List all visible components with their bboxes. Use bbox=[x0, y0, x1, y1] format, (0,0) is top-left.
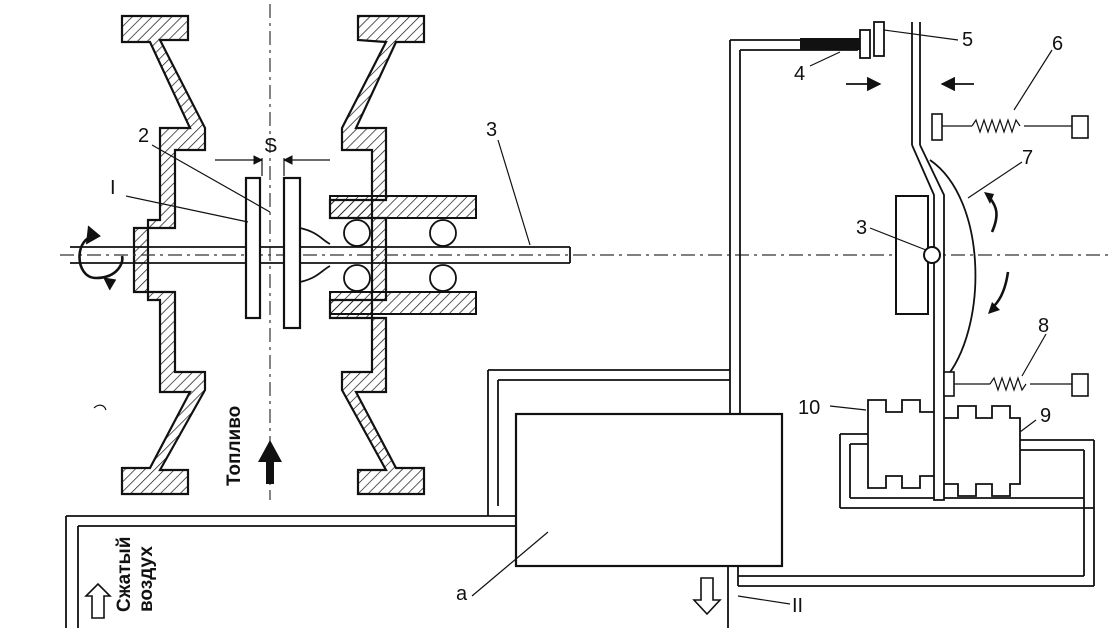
label-4: 4 bbox=[794, 63, 805, 85]
shaft bbox=[70, 246, 571, 264]
air-label-line1: Сжатый bbox=[114, 537, 135, 612]
rotation-arrow-up-icon bbox=[988, 197, 998, 233]
leader-3-left bbox=[497, 139, 531, 246]
label-6: 6 bbox=[1052, 33, 1063, 55]
leader-II bbox=[737, 595, 791, 605]
air-supply-line bbox=[65, 515, 516, 628]
gap-label: S bbox=[264, 135, 277, 157]
rotation-arrowhead-up bbox=[984, 192, 994, 204]
pivot-3 bbox=[923, 246, 941, 264]
fuel-label: Топливо bbox=[224, 406, 245, 486]
leader-7 bbox=[967, 161, 1023, 199]
pipe-bellows-10 bbox=[839, 433, 1094, 509]
exhaust-down-arrow-icon bbox=[692, 577, 722, 616]
pipe-box-to-nozzle bbox=[729, 39, 858, 414]
label-2: 2 bbox=[138, 125, 149, 147]
gap-dimension bbox=[215, 155, 330, 176]
fuel-arrow-icon bbox=[258, 440, 282, 484]
rotation-arrow-down-icon bbox=[993, 271, 1010, 307]
leader-4 bbox=[809, 51, 841, 67]
label-9: 9 bbox=[1040, 405, 1051, 427]
pivot-support bbox=[895, 195, 929, 315]
leader-1 bbox=[125, 195, 249, 223]
housing-left-wall bbox=[120, 14, 207, 496]
label-3-right: 3 bbox=[856, 217, 867, 239]
disk-2 bbox=[282, 176, 302, 330]
label-a: a bbox=[456, 583, 468, 605]
rotation-arrow-icon bbox=[78, 225, 124, 291]
bearing-sleeve-bottom bbox=[329, 291, 477, 315]
flapper-5 bbox=[873, 21, 959, 57]
bellows-9 bbox=[944, 405, 1021, 497]
lever-7 bbox=[911, 22, 977, 501]
spring-8 bbox=[943, 371, 1089, 397]
leader-3-right bbox=[869, 227, 927, 251]
rotation-arrowhead-down bbox=[988, 302, 1000, 314]
air-up-arrow-icon bbox=[84, 582, 112, 619]
leader-6 bbox=[1013, 49, 1053, 111]
label-7: 7 bbox=[1022, 147, 1033, 169]
bearing-sleeve-top bbox=[329, 195, 477, 219]
leader-10 bbox=[829, 405, 867, 411]
pipe-box-to-housing bbox=[487, 369, 730, 516]
leader-8 bbox=[1021, 333, 1047, 377]
nozzle-4 bbox=[800, 38, 860, 50]
label-II: II bbox=[792, 595, 803, 617]
nozzle-tip bbox=[859, 29, 871, 59]
label-10: 10 bbox=[798, 397, 820, 419]
disk-hub bbox=[299, 227, 331, 283]
leader-9 bbox=[1019, 419, 1037, 433]
bearing-balls bbox=[343, 219, 457, 292]
bellows-10 bbox=[867, 399, 934, 489]
label-3-left: 3 bbox=[486, 119, 497, 141]
control-unit-a bbox=[514, 412, 784, 568]
pipe-II bbox=[727, 439, 1095, 628]
disk-1 bbox=[244, 176, 262, 320]
spring-6 bbox=[931, 113, 1089, 141]
stray-mark bbox=[93, 404, 107, 411]
label-5: 5 bbox=[962, 29, 973, 51]
leader-2 bbox=[151, 144, 271, 213]
leader-a bbox=[471, 531, 549, 597]
label-8: 8 bbox=[1038, 315, 1049, 337]
label-1: I bbox=[110, 177, 116, 199]
air-label-line2: воздух bbox=[136, 546, 157, 612]
